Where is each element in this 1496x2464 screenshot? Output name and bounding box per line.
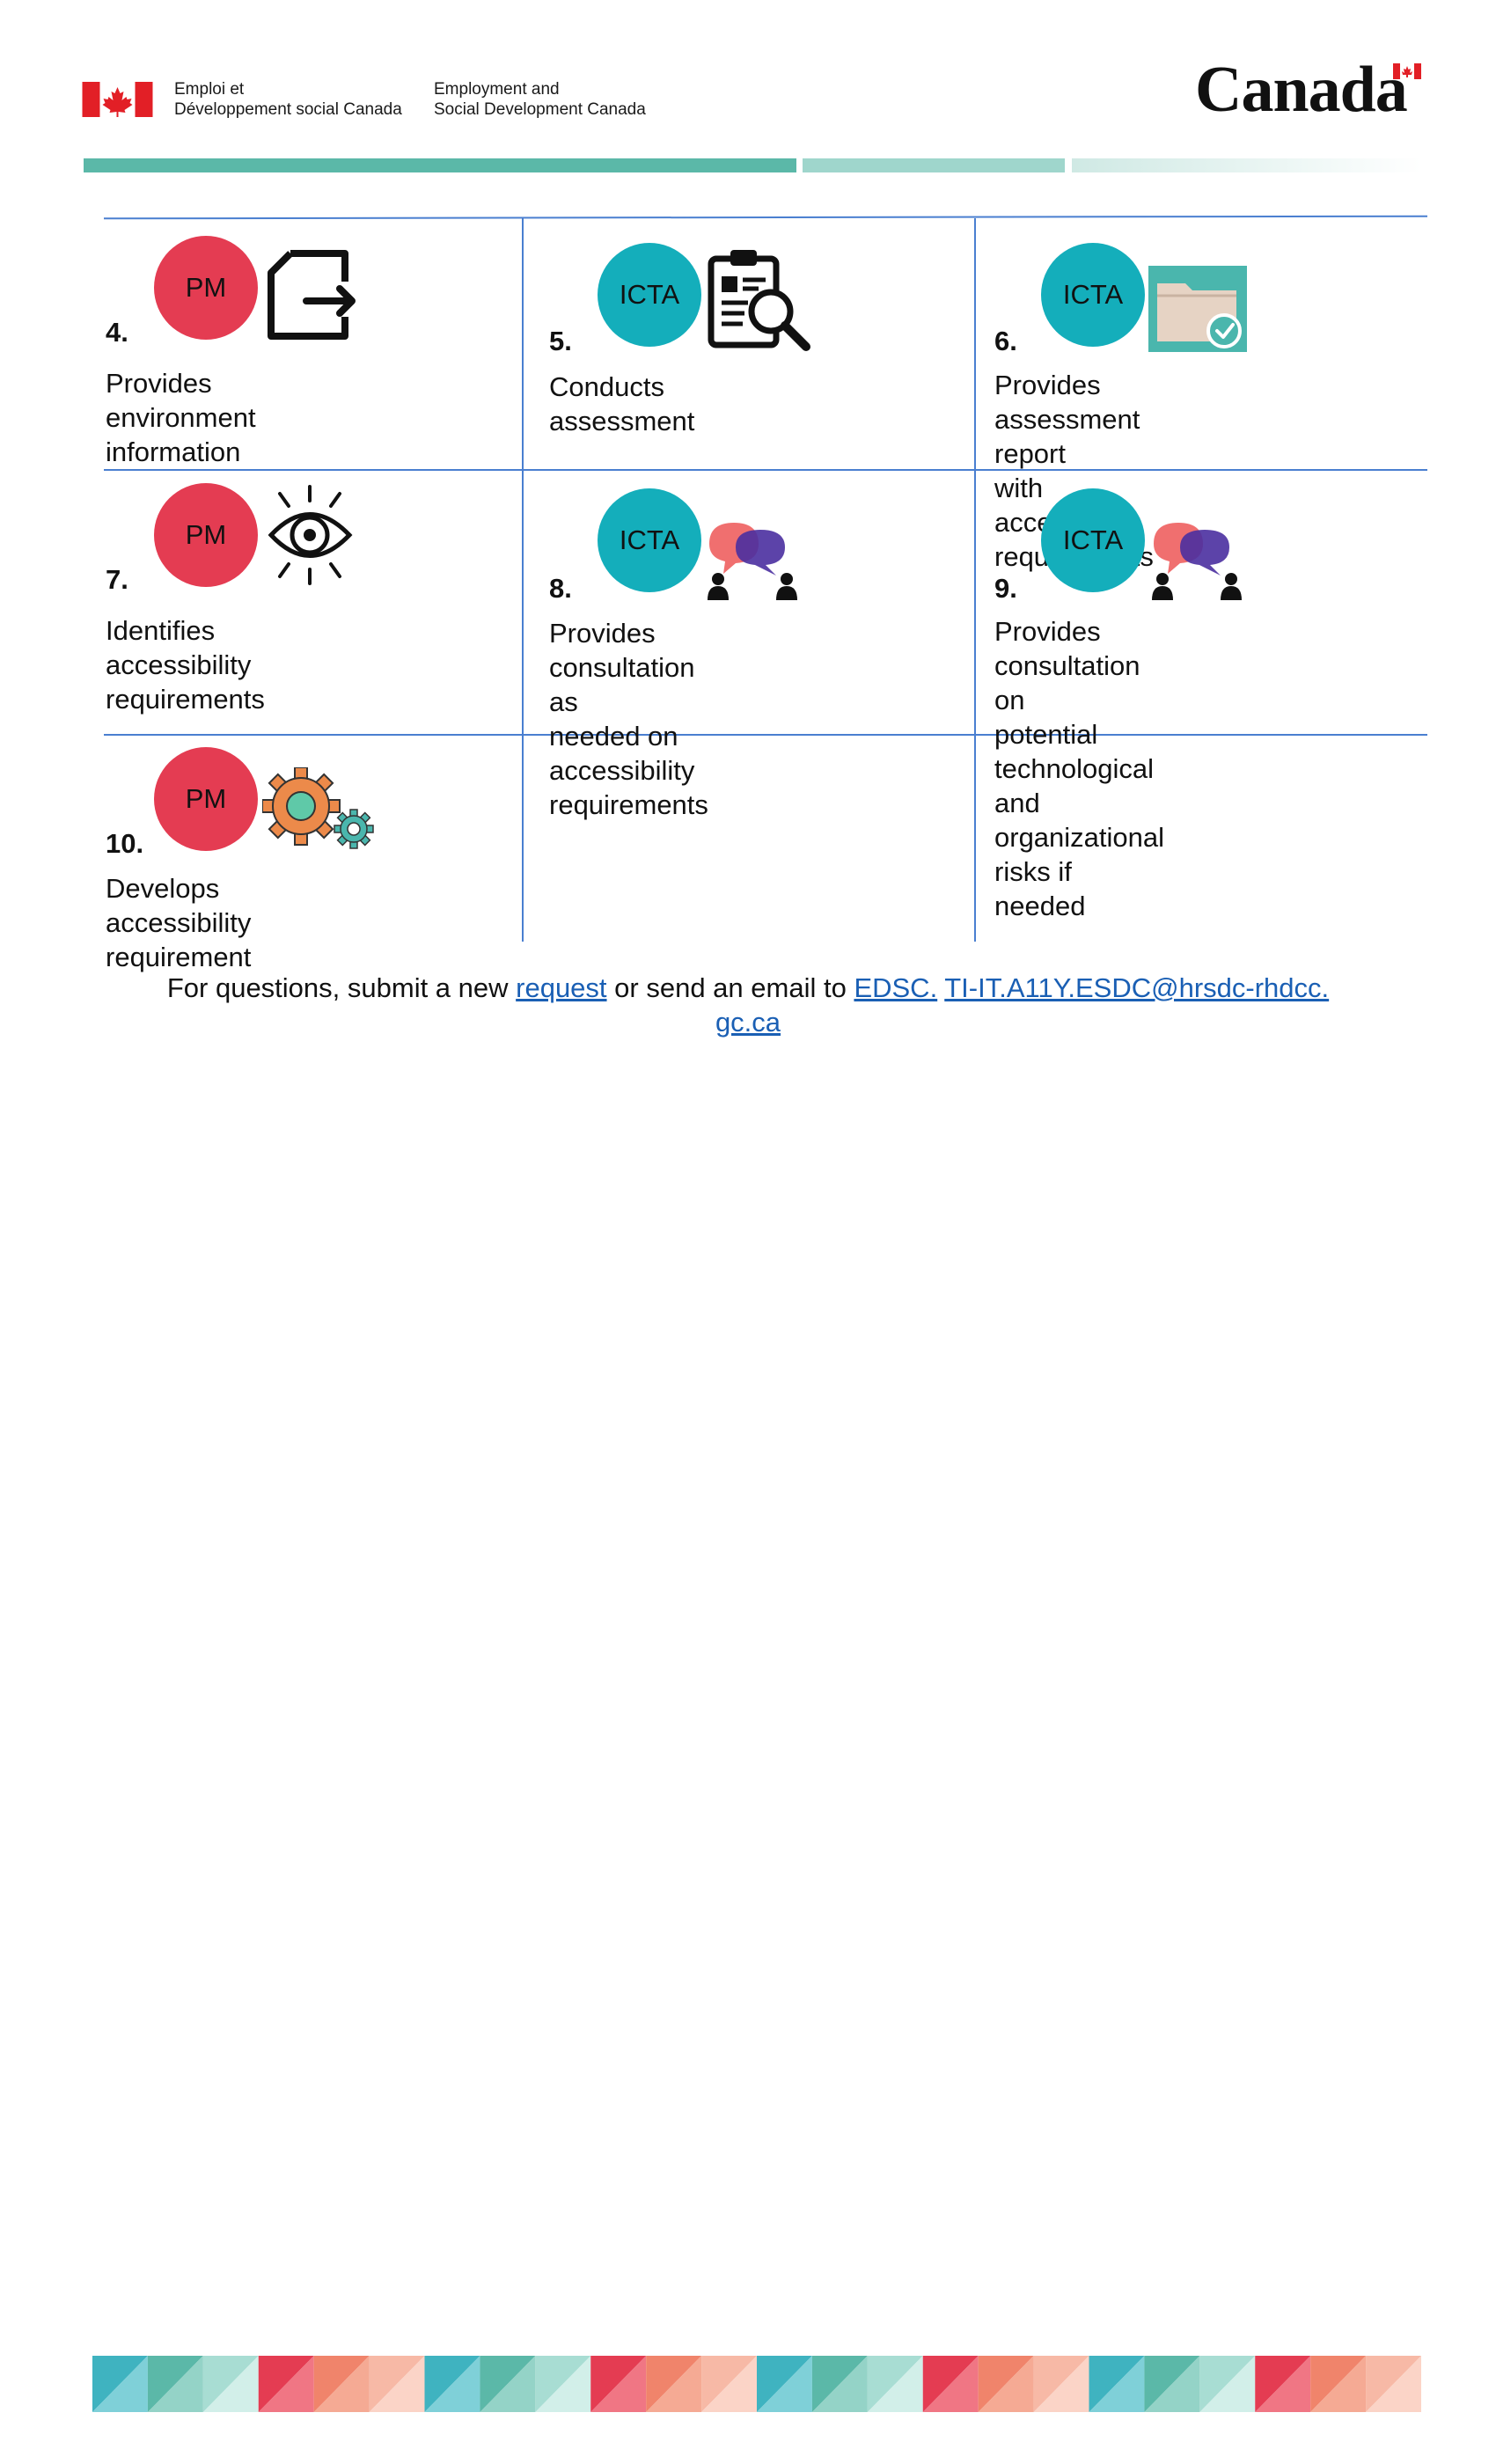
wordmark-flag-icon: [1393, 63, 1421, 79]
header-band-dark: [84, 158, 796, 172]
step-description: Identifies accessibility requirements: [106, 615, 265, 715]
role-badge-icta: ICTA: [598, 243, 701, 347]
department-name-french: Emploi et Développement social Canada: [174, 80, 402, 119]
step-description: Provides consultation on potential techn…: [994, 616, 1165, 921]
role-badge-icta: ICTA: [1041, 243, 1145, 347]
step-number: 9.: [994, 573, 1017, 604]
contact-prefix: For questions, submit a new: [166, 972, 517, 1003]
process-steps-grid: PM 4. Provides environment information I…: [0, 0, 1496, 972]
department-name-english: Employment and Social Development Canada: [434, 80, 646, 119]
canada-wordmark: Canada: [1195, 54, 1408, 126]
request-link[interactable]: request: [516, 972, 607, 1003]
contact-information: For questions, submit a new request or s…: [88, 971, 1408, 1039]
step-number: 4.: [106, 317, 128, 348]
grid-line: [974, 218, 976, 942]
contact-middle: or send an email to: [606, 972, 854, 1003]
step-description: Provides consultation as needed on acces…: [549, 618, 708, 820]
consultation-icon: [708, 523, 797, 600]
step-description: Provides environment information: [106, 368, 256, 467]
grid-line: [103, 215, 1428, 220]
grid-line: [522, 218, 524, 942]
email-link-part3[interactable]: gc.ca: [715, 1007, 781, 1038]
folder-check-icon: [1148, 266, 1247, 352]
page-header: Emploi et Développement social Canada Em…: [0, 0, 1496, 185]
step-number: 6.: [994, 326, 1017, 356]
email-link-part1[interactable]: EDSC.: [854, 972, 938, 1003]
step-number: 7.: [106, 564, 128, 595]
step-description: Conducts assessment: [549, 371, 695, 436]
step-number: 10.: [106, 828, 144, 859]
step-description: Develops accessibility requirement: [106, 873, 252, 972]
step-number: 8.: [549, 573, 572, 604]
consultation-icon: [1152, 523, 1242, 600]
clipboard-search-icon: [708, 250, 810, 351]
decorative-footer-pattern: [92, 2356, 1421, 2412]
eye-icon: [268, 485, 353, 585]
role-badge-pm: PM: [154, 483, 258, 587]
role-badge-pm: PM: [154, 747, 258, 851]
header-band-light: [1072, 158, 1421, 172]
role-badge-icta: ICTA: [1041, 488, 1145, 592]
role-badge-pm: PM: [154, 236, 258, 340]
role-badge-icta: ICTA: [598, 488, 701, 592]
gears-icon: [262, 767, 374, 849]
step-number: 5.: [549, 326, 572, 356]
document-export-icon: [268, 250, 356, 340]
email-link-part2[interactable]: TI-IT.A11Y.ESDC@hrsdc-rhdcc.: [944, 972, 1330, 1003]
grid-line: [104, 734, 1427, 736]
header-band-mid: [803, 158, 1065, 172]
canada-flag-icon: [82, 82, 153, 117]
grid-line: [104, 469, 1427, 471]
